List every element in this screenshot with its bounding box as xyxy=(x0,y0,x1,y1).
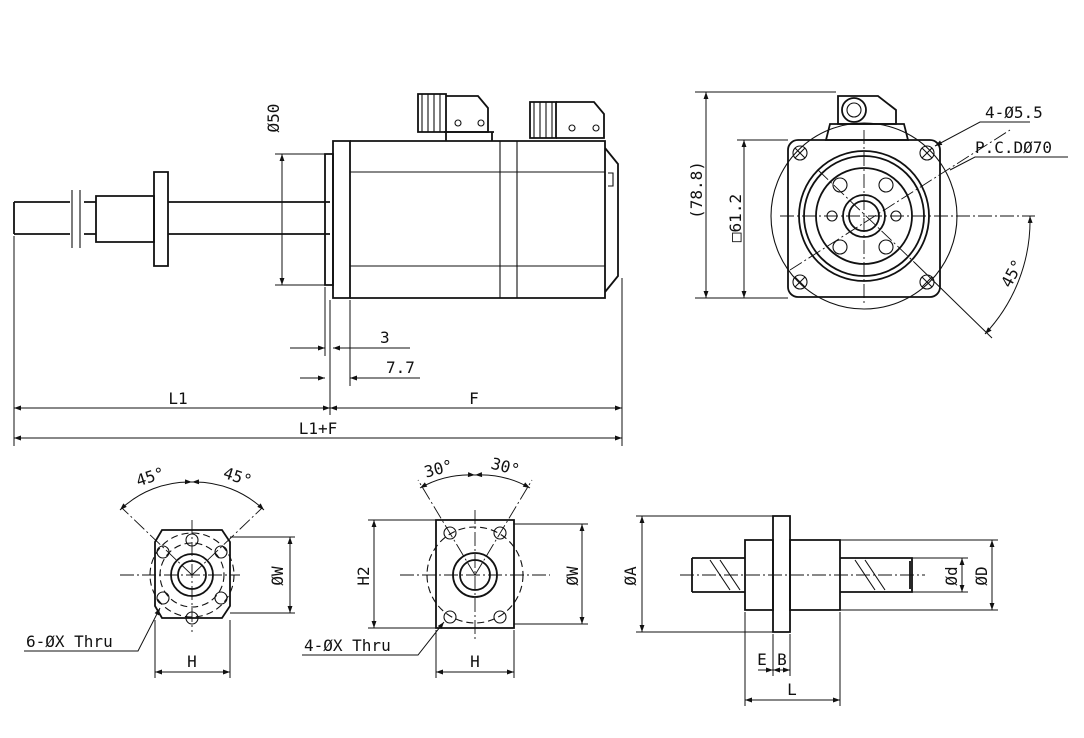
screw-A-label: ØA xyxy=(621,566,640,586)
screw-D-label: ØD xyxy=(972,566,991,585)
dim-3-label: 3 xyxy=(380,328,390,347)
screw-L-label: L xyxy=(787,680,797,699)
angle-45-label: 45° xyxy=(997,256,1027,290)
dim-7-7-label: 7.7 xyxy=(386,358,415,377)
screw-side-view xyxy=(636,515,998,706)
nut4-holes-label: 4-ØX Thru xyxy=(304,636,391,655)
motor-front-view xyxy=(770,95,1035,310)
nut-4-hole-view xyxy=(302,472,588,678)
front-view-dimensions xyxy=(695,91,1068,339)
nut4-W-label: ØW xyxy=(563,566,582,586)
nut4-angle-left-label: 30° xyxy=(422,456,455,482)
screw-B-label: B xyxy=(777,650,787,669)
pcd-label: P.C.DØ70 xyxy=(975,138,1052,157)
holes-4-label: 4-Ø5.5 xyxy=(985,103,1043,122)
side-view-dimensions xyxy=(13,153,623,446)
nut6-W-label: ØW xyxy=(268,566,287,586)
nut6-angle-right-label: 45° xyxy=(221,463,254,490)
L1F-label: L1+F xyxy=(299,419,338,438)
screw-d-label: Ød xyxy=(942,566,961,585)
L1-label: L1 xyxy=(168,389,187,408)
height-total-label: (78.8) xyxy=(687,161,706,219)
nut4-H-label: H xyxy=(470,652,480,671)
F-label: F xyxy=(469,389,479,408)
motor-side-view xyxy=(13,93,619,299)
nut6-holes-label: 6-ØX Thru xyxy=(26,632,113,651)
nut4-H2-label: H2 xyxy=(354,566,373,585)
nut-6-hole-view xyxy=(24,479,295,678)
nut6-H-label: H xyxy=(187,652,197,671)
shaft-diameter-label: Ø50 xyxy=(264,104,283,133)
screw-E-label: E xyxy=(757,650,767,669)
flange-square-label: □61.2 xyxy=(726,194,745,242)
